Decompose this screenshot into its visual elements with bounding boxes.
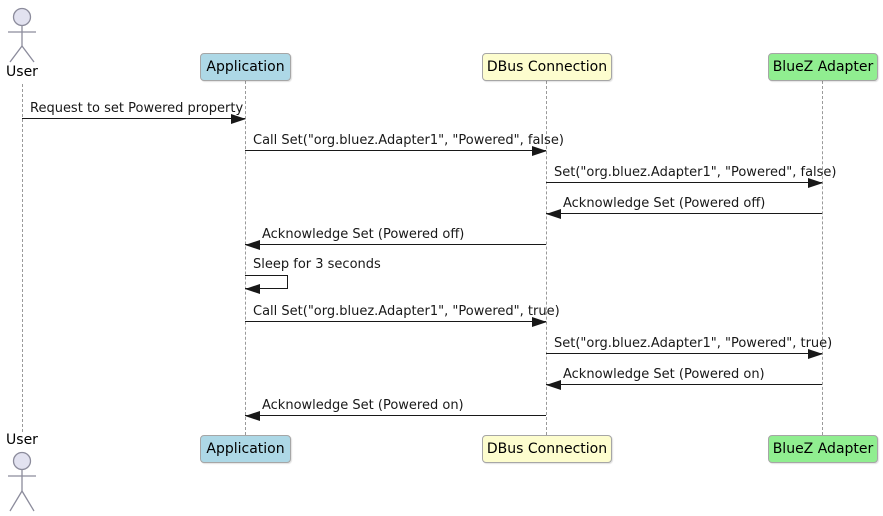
arrowhead-right-icon (532, 317, 547, 327)
message-ack-powered-off-1: Acknowledge Set (Powered off) (546, 194, 822, 219)
participant-label: BlueZ Adapter (772, 59, 874, 75)
message-ack-powered-on-2: Acknowledge Set (Powered on) (245, 396, 546, 421)
message-ack-powered-on-1: Acknowledge Set (Powered on) (546, 365, 822, 390)
message-sleep-self-loop (245, 275, 288, 294)
message-call-set-true: Call Set("org.bluez.Adapter1", "Powered"… (245, 302, 560, 327)
participant-label: Application (206, 59, 285, 75)
message-label: Acknowledge Set (Powered on) (262, 398, 464, 413)
message-label: Acknowledge Set (Powered on) (563, 367, 765, 382)
participant-bluez-top: BlueZ Adapter (768, 53, 878, 81)
participant-label: Application (206, 441, 285, 457)
actor-label-user-top: User (6, 64, 38, 80)
lifeline-user (22, 84, 23, 432)
message-sleep-label: Sleep for 3 seconds (253, 257, 381, 272)
message-label: Acknowledge Set (Powered off) (563, 196, 766, 211)
participant-application-bottom: Application (200, 435, 291, 463)
participant-label: BlueZ Adapter (772, 441, 874, 457)
message-label: Call Set("org.bluez.Adapter1", "Powered"… (253, 133, 564, 148)
message-label: Set("org.bluez.Adapter1", "Powered", fal… (554, 165, 837, 180)
message-set-true: Set("org.bluez.Adapter1", "Powered", tru… (546, 334, 832, 359)
lifeline-application (245, 81, 246, 435)
actor-label-user-bottom: User (6, 432, 38, 448)
arrowhead-right-icon (808, 349, 823, 359)
message-call-set-false: Call Set("org.bluez.Adapter1", "Powered"… (245, 131, 564, 156)
participant-bluez-bottom: BlueZ Adapter (768, 435, 878, 463)
participant-label: DBus Connection (486, 59, 608, 75)
participant-application-top: Application (200, 53, 291, 81)
participant-label: DBus Connection (486, 441, 608, 457)
message-label: Call Set("org.bluez.Adapter1", "Powered"… (253, 304, 560, 319)
arrowhead-left-icon (245, 411, 260, 421)
participant-dbus-bottom: DBus Connection (482, 435, 612, 463)
arrowhead-left-icon (546, 209, 561, 219)
participant-dbus-top: DBus Connection (482, 53, 612, 81)
arrowhead-right-icon (532, 146, 547, 156)
user-actor-icon (8, 451, 36, 512)
arrowhead-left-icon (546, 380, 561, 390)
arrowhead-right-icon (808, 178, 823, 188)
message-label: Request to set Powered property (30, 101, 244, 116)
message-ack-powered-off-2: Acknowledge Set (Powered off) (245, 225, 546, 250)
message-request-set-powered: Request to set Powered property (22, 99, 246, 124)
arrowhead-left-icon (245, 284, 260, 294)
message-label: Set("org.bluez.Adapter1", "Powered", tru… (554, 336, 833, 351)
message-label: Acknowledge Set (Powered off) (262, 227, 465, 242)
user-actor-icon (8, 7, 36, 63)
lifeline-dbus-connection (546, 81, 547, 435)
arrowhead-left-icon (245, 240, 260, 250)
message-set-false: Set("org.bluez.Adapter1", "Powered", fal… (546, 163, 837, 188)
lifeline-bluez-adapter (822, 81, 823, 435)
arrowhead-right-icon (231, 114, 246, 124)
